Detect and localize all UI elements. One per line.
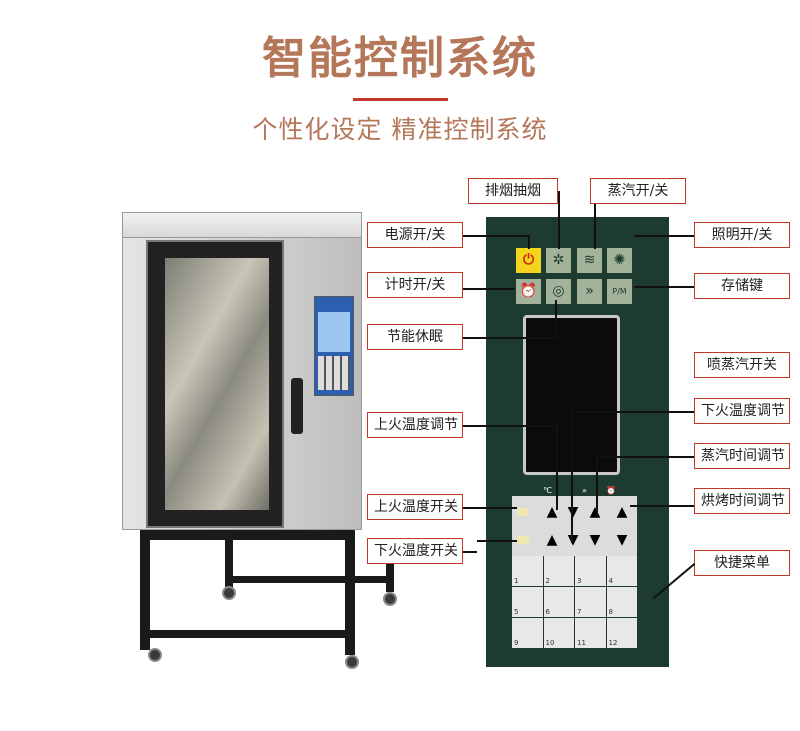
store-text: P/M [612, 287, 627, 296]
connector-line [477, 540, 517, 542]
shortcut-numpad: 1 2 3 4 5 6 7 8 9 10 11 12 [512, 556, 637, 648]
numpad-key[interactable]: 1 [512, 556, 543, 586]
stand-leg-front-right [345, 530, 355, 655]
connector-line [463, 235, 529, 237]
connector-line [556, 425, 558, 510]
connector-line [634, 235, 694, 237]
steam-time-up-button[interactable]: ▲ [589, 504, 601, 520]
numpad-key[interactable]: 8 [606, 587, 637, 617]
label-shortcut-menu: 快捷菜单 [694, 550, 790, 576]
numpad-key[interactable]: 11 [575, 618, 606, 648]
page-subtitle: 个性化设定 精准控制系统 [252, 115, 548, 144]
stand-bottom-bar [150, 630, 348, 638]
upper-temp-down-button[interactable]: ▼ [567, 504, 579, 520]
steam-time-down-button[interactable]: ▼ [589, 532, 601, 548]
connector-line [596, 456, 694, 458]
connector-line [571, 411, 573, 543]
store-icon[interactable]: P/M [606, 278, 633, 305]
stand-top-bar [140, 530, 354, 540]
celsius-mark: ℃ [543, 486, 552, 495]
lower-temp-switch[interactable] [517, 536, 529, 544]
label-lower-temp-adjust: 下火温度调节 [694, 398, 790, 424]
wheel [222, 586, 236, 600]
light-icon[interactable]: ✺ [606, 247, 633, 274]
lower-temp-up-button[interactable]: ▲ [546, 532, 558, 548]
label-steam-toggle: 蒸汽开/关 [590, 178, 686, 204]
temperature-keypad [512, 496, 637, 556]
stand-leg-back-right [386, 540, 394, 592]
spray-small-icon: » [582, 486, 587, 495]
stand-leg-front-left [140, 530, 150, 650]
spray-icon[interactable]: » [576, 278, 603, 305]
numpad-key[interactable]: 5 [512, 587, 543, 617]
label-spray-steam: 喷蒸汽开关 [694, 352, 790, 378]
title-underline [353, 98, 448, 101]
label-bake-time-adjust: 烘烤时间调节 [694, 488, 790, 514]
connector-line [634, 286, 694, 288]
label-steam-time-adjust: 蒸汽时间调节 [694, 443, 790, 469]
connector-line [594, 204, 596, 249]
wheel [383, 592, 397, 606]
oven-glass [165, 258, 269, 510]
connector-line [528, 235, 530, 249]
numpad-key[interactable]: 9 [512, 618, 543, 648]
numpad-key[interactable]: 2 [543, 556, 574, 586]
wheel [345, 655, 359, 669]
label-store-key: 存储键 [694, 273, 790, 299]
oven-control-keys [318, 356, 350, 390]
numpad-key[interactable]: 3 [575, 556, 606, 586]
connector-line [630, 505, 694, 507]
fan-icon[interactable]: ✲ [545, 247, 572, 274]
power-icon[interactable]: ⏻ [515, 247, 542, 274]
label-eco-sleep: 节能休眠 [367, 324, 463, 350]
connector-line [558, 191, 560, 249]
page-title: 智能控制系统 [262, 33, 538, 84]
bake-time-down-button[interactable]: ▼ [616, 532, 628, 548]
upper-temp-up-button[interactable]: ▲ [546, 504, 558, 520]
wheel [148, 648, 162, 662]
oven-top [122, 212, 362, 238]
label-upper-temp-adjust: 上火温度调节 [367, 412, 463, 438]
alarm-small-icon: ⏰ [606, 486, 616, 495]
label-lower-temp-switch: 下火温度开关 [367, 538, 463, 564]
label-exhaust: 排烟抽烟 [468, 178, 558, 204]
label-lighting: 照明开/关 [694, 222, 790, 248]
eco-sleep-icon[interactable]: ◎ [545, 278, 572, 305]
stand-back-bar [233, 576, 388, 583]
connector-line [596, 456, 598, 516]
display-screen [523, 315, 620, 475]
label-timer: 计时开/关 [367, 272, 463, 298]
upper-temp-switch[interactable] [517, 508, 529, 516]
connector-line [571, 411, 694, 413]
connector-line [555, 300, 557, 338]
label-upper-temp-switch: 上火温度开关 [367, 494, 463, 520]
label-power: 电源开/关 [367, 222, 463, 248]
oven-handle [291, 378, 303, 434]
numpad-key[interactable]: 4 [606, 556, 637, 586]
connector-line [463, 425, 557, 427]
connector-line [463, 551, 477, 553]
steam-icon[interactable]: ≋ [576, 247, 603, 274]
connector-line [463, 507, 517, 509]
connector-line [463, 337, 555, 339]
lower-temp-down-button[interactable]: ▼ [567, 532, 579, 548]
oven-control-screen [318, 312, 350, 352]
numpad-key[interactable]: 12 [606, 618, 637, 648]
stand-leg-back-left [225, 540, 233, 588]
connector-line [463, 288, 515, 290]
alarm-clock-icon[interactable]: ⏰ [515, 278, 542, 305]
numpad-key[interactable]: 7 [575, 587, 606, 617]
numpad-key[interactable]: 10 [543, 618, 574, 648]
numpad-key[interactable]: 6 [543, 587, 574, 617]
bake-time-up-button[interactable]: ▲ [616, 504, 628, 520]
